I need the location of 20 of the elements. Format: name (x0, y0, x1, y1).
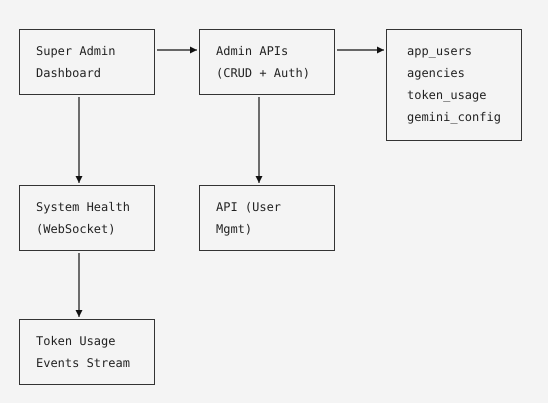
box-text: gemini_config (407, 109, 501, 126)
box-text: Admin APIs (CRUD + Auth) (216, 43, 311, 82)
process-box (19, 319, 155, 385)
process-box (199, 29, 335, 95)
arrow (337, 46, 384, 54)
arrow (256, 97, 262, 183)
box-text: System Health (WebSocket) (36, 199, 131, 238)
process-box (199, 185, 335, 251)
arrow (76, 253, 82, 317)
process-box (19, 185, 155, 251)
process-box (19, 29, 155, 95)
box-text: token_usage (407, 87, 486, 104)
box-text: app_users (407, 43, 472, 60)
box-text: Super Admin Dashboard (36, 43, 116, 82)
arrow (157, 46, 197, 54)
box-text: Token Usage Events Stream (36, 333, 131, 372)
box-text: agencies (407, 65, 465, 82)
box-text: API (User Mgmt) (216, 199, 282, 238)
process-box (386, 29, 522, 141)
arrow (76, 97, 82, 183)
